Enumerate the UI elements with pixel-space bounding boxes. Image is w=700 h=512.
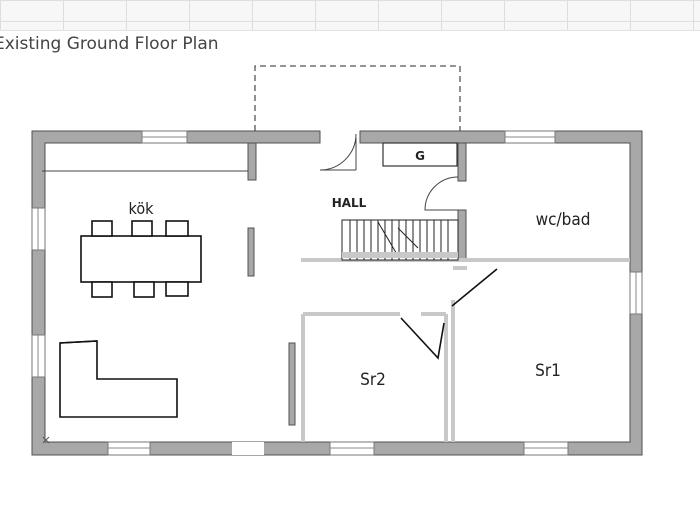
chair: [91, 220, 113, 237]
corner-mark: [42, 436, 50, 444]
room-label-bedroom1: Sr1: [535, 361, 561, 381]
dining-set: [80, 220, 202, 298]
plan-title: Existing Ground Floor Plan: [0, 34, 219, 54]
windows: [31, 130, 643, 456]
partition-walls: [301, 258, 630, 442]
chair: [165, 281, 189, 297]
storage-box: [382, 142, 458, 167]
kitchen-wall-stub: [247, 142, 257, 181]
corner-sofa: [59, 340, 178, 418]
room-label-bathroom: wc/bad: [536, 210, 591, 230]
interior-walls: [247, 142, 467, 426]
kitchen-wall-mid: [247, 227, 255, 277]
chair: [133, 281, 155, 298]
bath-wall-lower: [457, 209, 467, 261]
storage-label: G: [415, 149, 425, 163]
chair: [165, 220, 189, 237]
bath-wall-upper: [457, 142, 467, 182]
exterior-walls: [31, 130, 643, 456]
porch-outline: [254, 65, 461, 131]
sr1-door-leaf: [451, 268, 498, 307]
room-label-hall: HALL: [332, 196, 367, 210]
bathroom-door: [424, 176, 459, 211]
sketched-doors: [400, 268, 498, 360]
chair: [91, 281, 113, 298]
room-label-bedroom2: Sr2: [360, 370, 386, 390]
dining-table: [80, 235, 202, 283]
window-glazing-lines: [37, 136, 637, 449]
wall-opening: [232, 442, 264, 455]
living-wall-piece: [288, 342, 296, 426]
sr2-door-leaf: [400, 317, 445, 360]
front-door: [319, 133, 357, 171]
canvas-grid-strip: [0, 0, 700, 31]
chair: [131, 220, 153, 237]
staircase: [341, 219, 459, 261]
room-label-kitchen: kök: [129, 199, 155, 218]
